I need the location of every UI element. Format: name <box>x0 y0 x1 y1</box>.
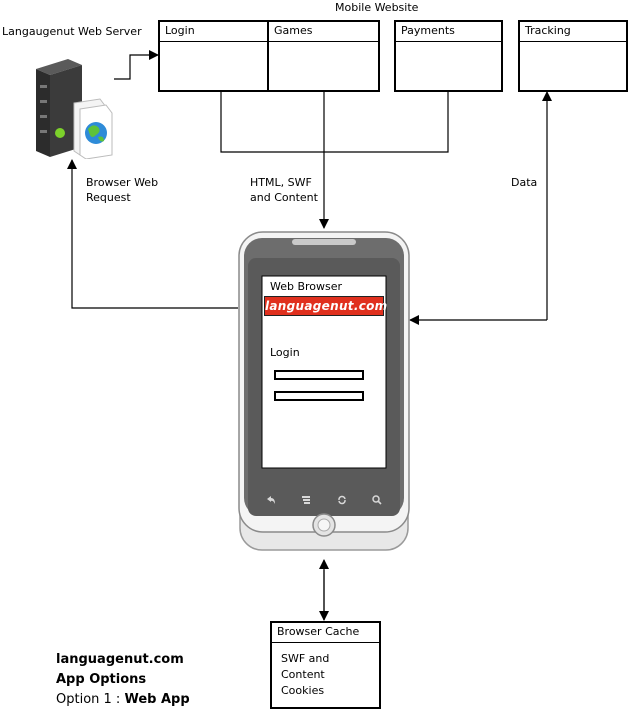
caption-line1: languagenut.com <box>56 652 184 667</box>
browser-request-arrow <box>67 159 238 309</box>
browser-cache-title: Browser Cache <box>272 623 379 643</box>
games-box: Games <box>267 20 380 92</box>
browser-cache-body: SWF and Content Cookies <box>281 652 330 697</box>
login-label: Login <box>270 346 300 359</box>
website-bracket-line <box>220 92 449 153</box>
login-box: Login <box>158 20 282 92</box>
html-swf-label: HTML, SWF and Content <box>250 176 318 204</box>
search-icon[interactable] <box>372 490 382 505</box>
phone: Web Browser languagenut.com Login <box>238 228 410 552</box>
data-label: Data <box>511 176 538 189</box>
web-browser-label: Web Browser <box>270 280 343 293</box>
caption-line3-prefix: Option 1 : <box>56 692 125 707</box>
login-box-title: Login <box>160 22 280 42</box>
caption-line3: Option 1 : Web App <box>56 690 190 710</box>
logo-text: languagenut.com <box>265 299 388 313</box>
phone-body <box>238 231 410 551</box>
server-to-login-arrow <box>114 50 159 80</box>
password-input[interactable] <box>274 391 364 401</box>
back-icon[interactable] <box>266 490 276 504</box>
mobile-website-label: Mobile Website <box>335 1 419 14</box>
refresh-icon[interactable] <box>337 490 347 505</box>
payments-box-title: Payments <box>396 22 501 42</box>
caption: languagenut.com App Options Option 1 : W… <box>56 650 190 710</box>
tracking-box-title: Tracking <box>520 22 626 42</box>
caption-line3-bold: Web App <box>124 692 190 707</box>
payments-box: Payments <box>394 20 503 92</box>
server-icon <box>30 55 114 160</box>
games-box-title: Games <box>269 22 378 42</box>
browser-request-label: Browser Web Request <box>86 176 159 204</box>
server-label: Langaugenut Web Server <box>2 25 142 38</box>
username-input[interactable] <box>274 370 364 380</box>
browser-cache-box: Browser Cache SWF and Content Cookies <box>270 621 381 709</box>
menu-icon[interactable] <box>301 490 311 504</box>
caption-line2: App Options <box>56 672 147 687</box>
logo-banner: languagenut.com <box>264 296 388 316</box>
tracking-box: Tracking <box>518 20 628 92</box>
